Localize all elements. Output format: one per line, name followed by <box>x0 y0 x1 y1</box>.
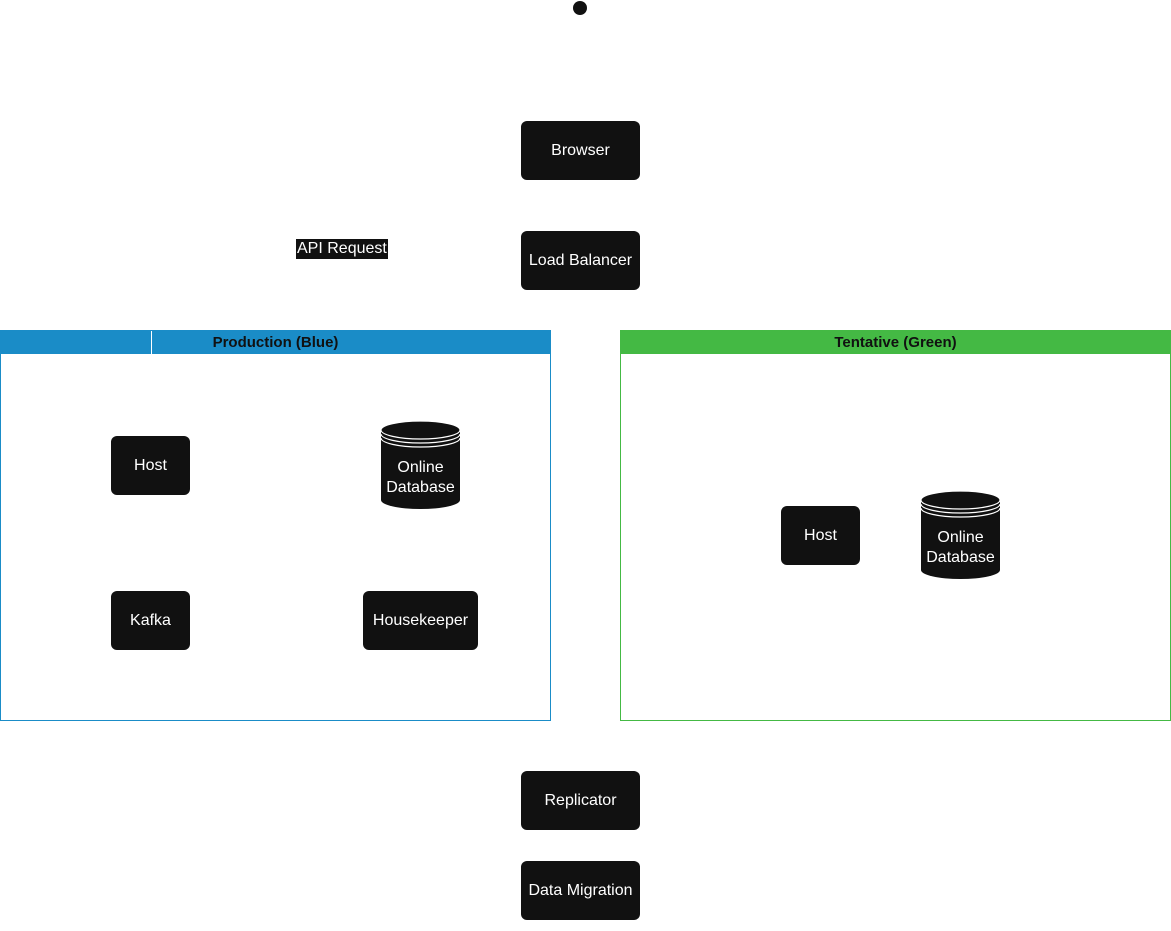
kafka-label: Kafka <box>130 611 171 629</box>
database-cylinder-icon <box>380 420 461 509</box>
tentative-database-label-line1: Online <box>937 529 984 546</box>
data-migration-label: Data Migration <box>528 881 633 899</box>
production-host-label: Host <box>134 456 167 474</box>
production-online-database-node[interactable]: Online Database <box>380 420 461 511</box>
replicator-node[interactable]: Replicator <box>521 771 640 830</box>
api-request-edge-label: API Request <box>296 239 388 259</box>
production-container[interactable]: Production (Blue) <box>0 330 551 721</box>
housekeeper-label: Housekeeper <box>372 611 469 629</box>
replicator-label: Replicator <box>544 791 617 809</box>
production-database-label-line1: Online <box>397 459 444 476</box>
tentative-database-label-line2: Database <box>926 549 995 566</box>
production-title: Production (Blue) <box>212 334 339 351</box>
production-host-node[interactable]: Host <box>111 436 190 495</box>
tentative-title: Tentative (Green) <box>834 334 957 351</box>
load-balancer-label: Load Balancer <box>528 251 633 269</box>
load-balancer-node[interactable]: Load Balancer <box>521 231 640 290</box>
production-database-label-line2: Database <box>386 479 455 496</box>
housekeeper-node[interactable]: Housekeeper <box>363 591 478 650</box>
tentative-online-database-node[interactable]: Online Database <box>920 490 1001 581</box>
kafka-node[interactable]: Kafka <box>111 591 190 650</box>
database-cylinder-icon <box>920 490 1001 579</box>
production-database-label: Online Database <box>380 458 461 498</box>
start-node-icon <box>573 1 587 15</box>
production-header: Production (Blue) <box>1 331 550 354</box>
production-header-divider <box>151 331 152 354</box>
tentative-header: Tentative (Green) <box>621 331 1170 354</box>
tentative-host-node[interactable]: Host <box>781 506 860 565</box>
browser-node[interactable]: Browser <box>521 121 640 180</box>
browser-label: Browser <box>551 141 610 159</box>
data-migration-node[interactable]: Data Migration <box>521 861 640 920</box>
tentative-database-label: Online Database <box>920 528 1001 568</box>
tentative-host-label: Host <box>804 526 837 544</box>
tentative-container[interactable]: Tentative (Green) <box>620 330 1171 721</box>
